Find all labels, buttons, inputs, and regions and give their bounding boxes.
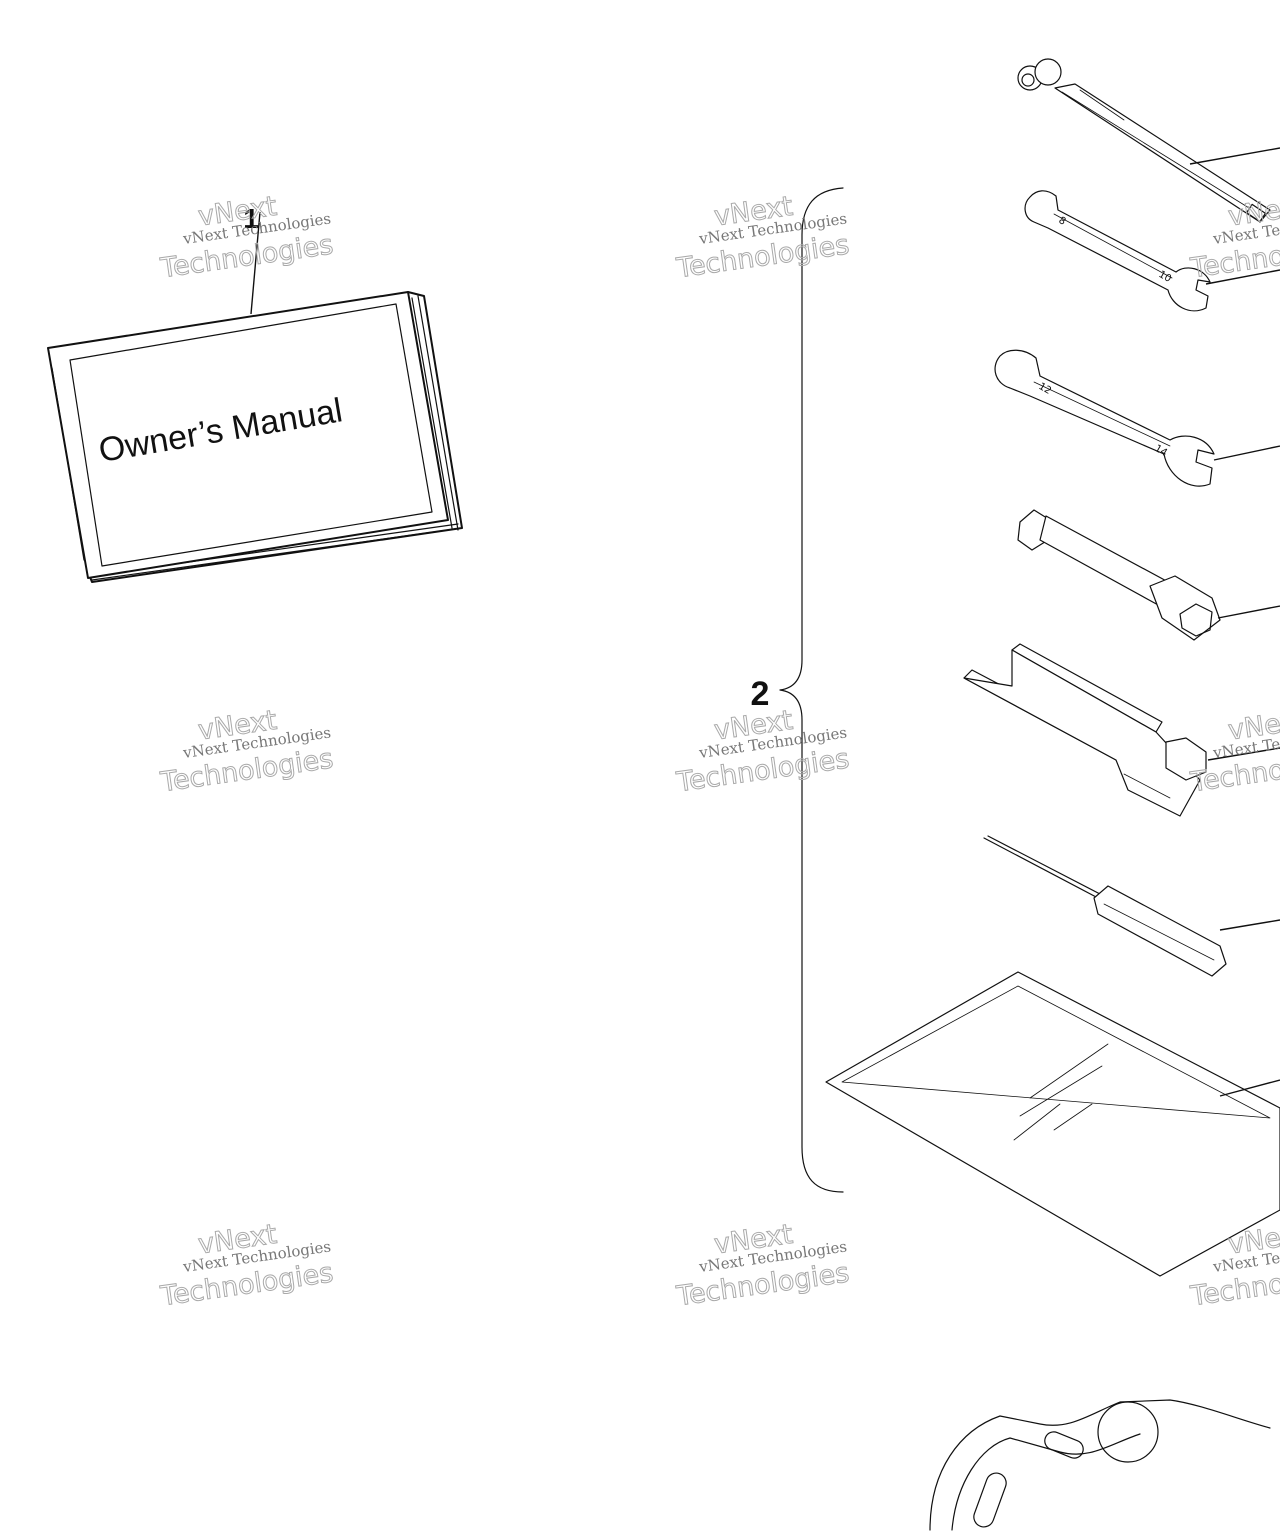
watermark-7: vNext vNext Technologies Technologies bbox=[158, 1218, 336, 1312]
callout-1: 1 bbox=[243, 203, 259, 234]
open-end-wrench-12x14 bbox=[994, 349, 1280, 487]
toolkit-brace: 2 bbox=[751, 187, 844, 1193]
wrench-holder-plate bbox=[963, 643, 1280, 817]
watermark-4: vNext vNext Technologies Technologies bbox=[158, 704, 336, 798]
watermark-8: vNext vNext Technologies Technologies bbox=[674, 1218, 852, 1312]
open-end-wrench-8x10 bbox=[1024, 190, 1280, 312]
tool-bag bbox=[825, 971, 1280, 1277]
callout-2: 2 bbox=[751, 675, 770, 713]
watermark-5: vNext vNext Technologies Technologies bbox=[674, 704, 852, 798]
spark-plug-socket-wrench bbox=[1017, 509, 1280, 641]
watermark-6: vNext vNext Technologies Technologies bbox=[1188, 704, 1280, 798]
screwdriver bbox=[983, 835, 1280, 977]
watermark-1: vNext vNext Technologies Technologies bbox=[158, 190, 336, 284]
tire-pressure-gauge bbox=[1017, 58, 1280, 223]
watermark-2: vNext vNext Technologies Technologies bbox=[674, 190, 852, 284]
partial-bracket bbox=[929, 1399, 1271, 1531]
svg-text:8: 8 bbox=[1057, 215, 1068, 228]
owners-manual: Owner’s Manual 1 bbox=[47, 203, 463, 583]
